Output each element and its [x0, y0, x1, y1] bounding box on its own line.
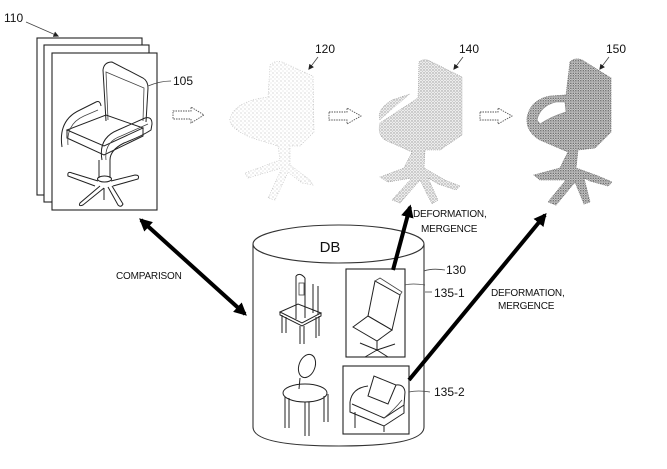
ref-135-2: 135-2	[434, 385, 465, 399]
point-cloud-chair	[229, 61, 315, 201]
deformation-label-1-line1: DEFORMATION,	[413, 209, 487, 220]
ref-110: 110	[4, 11, 23, 25]
db-title: DB	[320, 239, 341, 256]
process-arrow-2	[328, 107, 362, 125]
deformation-arrow-1	[391, 204, 414, 271]
final-model-chair	[526, 58, 613, 206]
deformation-label-2-line1: DEFORMATION,	[491, 288, 565, 299]
label-135-1: 135-1	[425, 286, 465, 300]
ref-105: 105	[173, 74, 193, 88]
office-chair-drawing	[60, 61, 153, 207]
comparison-label: COMPARISON	[116, 271, 182, 282]
leader-140	[453, 56, 464, 70]
label-110: 110	[4, 11, 60, 37]
deformation-label-1: DEFORMATION, MERGENCE	[413, 209, 487, 235]
deformation-arrow-2	[407, 213, 547, 382]
leader-120	[308, 56, 319, 70]
label-135-2: 135-2	[408, 385, 465, 399]
db-model-135-1	[345, 268, 426, 358]
comparison-arrow	[139, 218, 247, 316]
label-150: 150	[599, 42, 626, 70]
ref-135-1: 135-1	[434, 286, 465, 300]
process-arrow-1	[172, 106, 205, 124]
label-120: 120	[308, 42, 335, 70]
db-chair-roundback	[282, 353, 329, 436]
leader-105	[147, 80, 172, 87]
process-arrow-3	[479, 107, 513, 125]
ref-150: 150	[606, 42, 626, 56]
leader-130	[423, 268, 446, 272]
leader-110	[25, 21, 60, 37]
db-chair-ladderback	[278, 273, 323, 344]
label-140: 140	[453, 42, 479, 70]
label-105: 105	[147, 74, 193, 88]
ref-130: 130	[446, 263, 466, 277]
ref-120: 120	[315, 42, 335, 56]
label-130: 130	[423, 263, 466, 277]
input-image-stack	[36, 37, 158, 211]
deformation-label-2-line2: MERGENCE	[498, 301, 555, 312]
deformation-label-2: DEFORMATION, MERGENCE	[491, 288, 565, 312]
ref-140: 140	[459, 42, 479, 56]
deformation-label-1-line2: MERGENCE	[421, 224, 478, 235]
intermediate-model-chair	[378, 59, 463, 205]
leader-150	[599, 56, 610, 70]
db-model-135-2	[342, 365, 410, 435]
